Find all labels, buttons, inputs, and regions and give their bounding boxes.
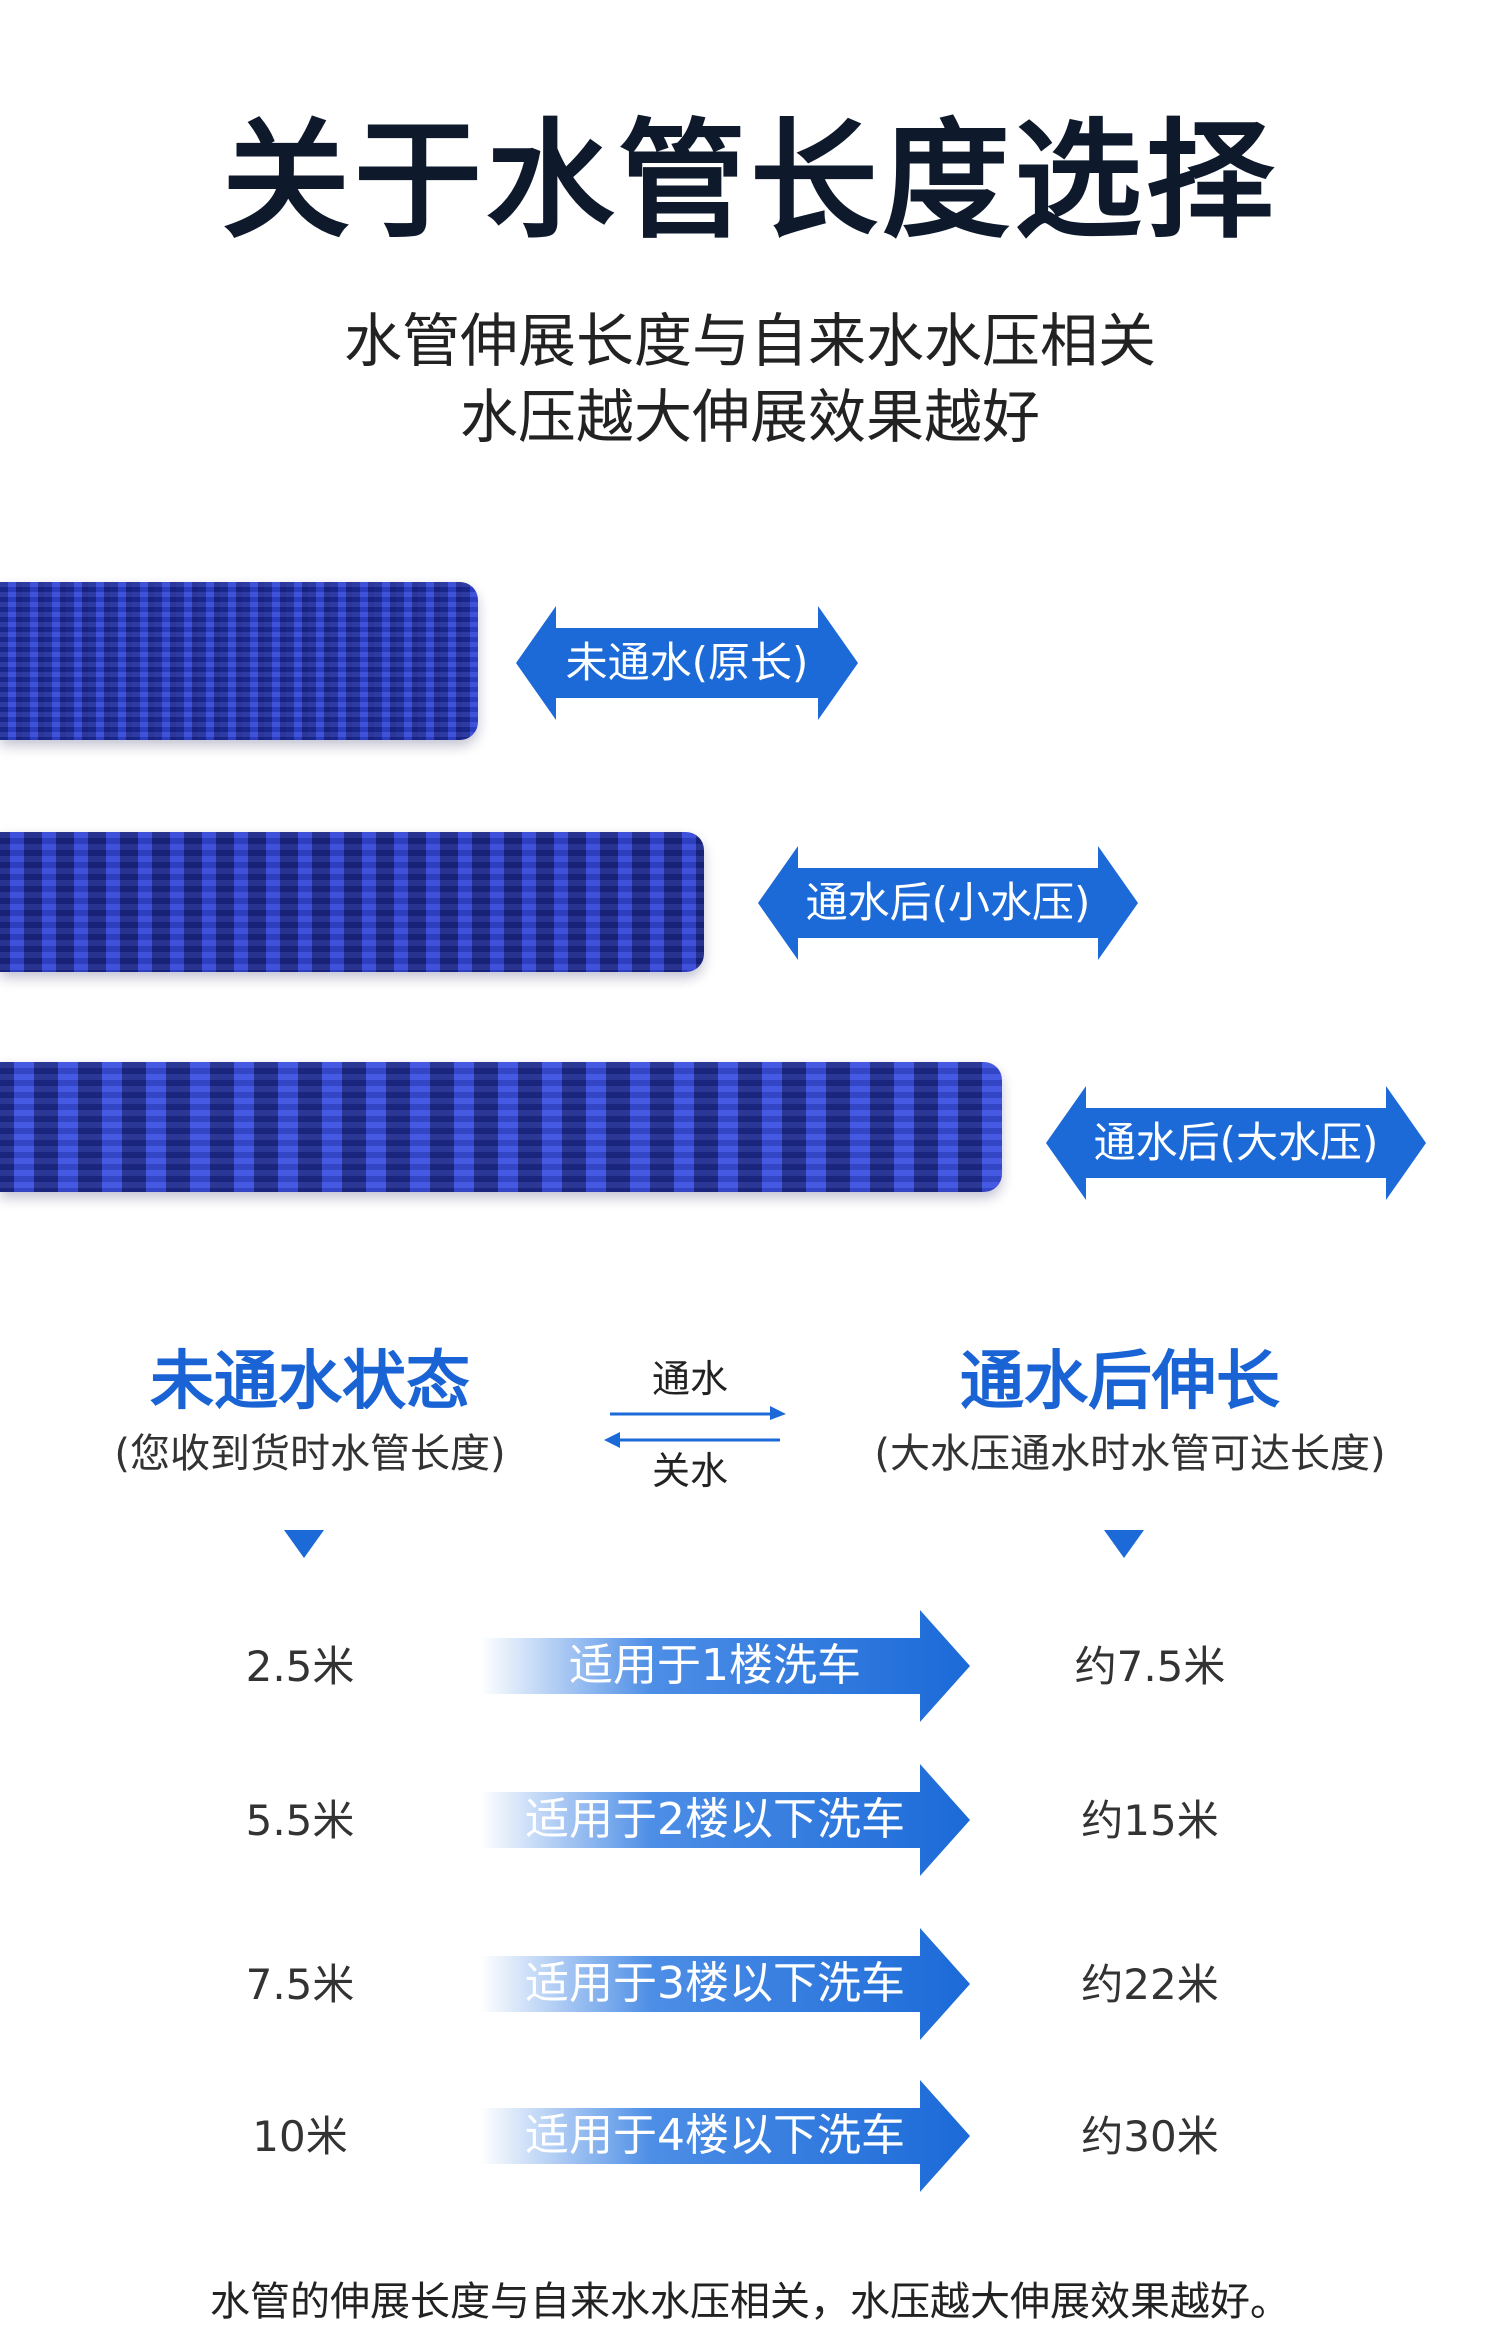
original-length: 5.5米 (245, 1796, 355, 1845)
extended-length: 约30米 (1081, 2112, 1219, 2161)
flow-switch-icon (604, 1406, 786, 1448)
usage-label: 适用于3楼以下洗车 (525, 1958, 905, 2009)
original-length: 10米 (252, 2112, 348, 2161)
extended-length: 约22米 (1081, 1960, 1219, 2009)
state-title-left: 未通水状态 (150, 1345, 470, 1419)
usage-arrow: 适用于4楼以下洗车 (480, 2080, 970, 2192)
double-arrow-low: 通水后(小水压) (758, 846, 1138, 960)
state-sub-left: (您收到货时水管长度) (114, 1431, 506, 1477)
page-title: 关于水管长度选择 (221, 107, 1278, 256)
hose-high-pressure (0, 1062, 1002, 1192)
usage-arrow: 适用于2楼以下洗车 (480, 1764, 970, 1876)
usage-label: 适用于2楼以下洗车 (525, 1794, 905, 1845)
usage-arrow: 适用于1楼洗车 (480, 1610, 970, 1722)
double-arrow-icon (758, 846, 1138, 960)
double-arrow-icon (1046, 1086, 1426, 1200)
usage-label: 适用于4楼以下洗车 (525, 2110, 905, 2161)
hose-label-original: 未通水(原长) (565, 638, 809, 687)
original-length: 7.5米 (245, 1960, 355, 2009)
subtitle-line-2: 水压越大伸展效果越好 (459, 383, 1040, 451)
extended-length: 约7.5米 (1074, 1642, 1226, 1691)
right-arrow-icon (480, 1764, 970, 1876)
double-arrow-original: 未通水(原长) (516, 606, 858, 720)
hose-original (0, 582, 478, 740)
right-arrow-icon (480, 1928, 970, 2040)
flow-on-label: 通水 (651, 1357, 728, 1401)
hose-label-high: 通水后(大水压) (1093, 1118, 1379, 1167)
subtitle-line-1: 水管伸展长度与自来水水压相关 (343, 307, 1156, 375)
flow-off-label: 关水 (651, 1449, 728, 1493)
double-arrow-icon (516, 606, 858, 720)
usage-label: 适用于1楼洗车 (569, 1640, 861, 1691)
hose-label-low: 通水后(小水压) (805, 878, 1091, 927)
right-arrow-icon (480, 2080, 970, 2192)
right-arrow-icon (480, 1610, 970, 1722)
extended-length: 约15米 (1081, 1796, 1219, 1845)
double-arrow-high: 通水后(大水压) (1046, 1086, 1426, 1200)
usage-arrow: 适用于3楼以下洗车 (480, 1928, 970, 2040)
footer-note: 水管的伸展长度与自来水水压相关，水压越大伸展效果越好。 (210, 2279, 1290, 2325)
state-title-right: 通水后伸长 (960, 1345, 1280, 1419)
down-triangle-icon (284, 1530, 324, 1558)
state-sub-right: (大水压通水时水管可达长度) (874, 1431, 1386, 1477)
hose-low-pressure (0, 832, 704, 972)
original-length: 2.5米 (245, 1642, 355, 1691)
down-triangle-icon (1104, 1530, 1144, 1558)
